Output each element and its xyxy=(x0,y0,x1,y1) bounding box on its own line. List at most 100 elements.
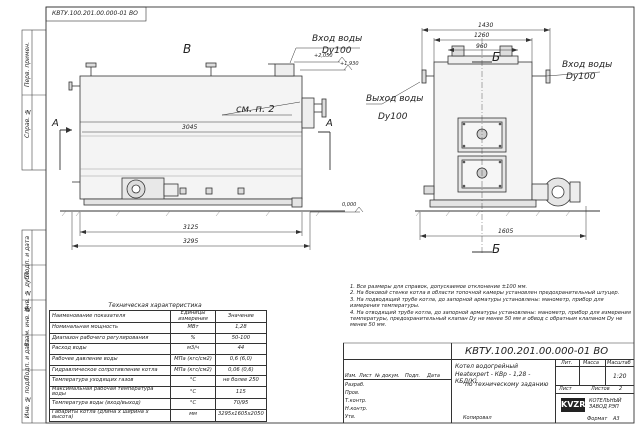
dim-3295: 3295 xyxy=(183,238,199,245)
dim-960: 960 xyxy=(476,43,488,50)
spec-row: Габариты котла (длина х ширина х высота)… xyxy=(49,408,267,422)
dim-3125: 3125 xyxy=(183,224,199,231)
spec-cell: 1,28 xyxy=(215,322,267,334)
col-scale: Масштаб xyxy=(607,360,631,366)
col-mass: Масса xyxy=(583,360,599,366)
spec-table-header: Наименование показателя Единицы измерени… xyxy=(49,309,267,324)
elev-mid: +1,930 xyxy=(340,61,359,67)
strip-label-ref-no: Справ. № xyxy=(24,108,31,138)
spec-header-value: Значение xyxy=(215,309,267,324)
spec-cell: Гидравлическое сопротивление котла xyxy=(49,364,171,377)
side-view-letter: Б xyxy=(492,50,501,64)
title-product-name: Котел водогрейный Heatexpert - КВр - 1,2… xyxy=(455,363,531,385)
spec-cell: МПа (кгс/см2) xyxy=(170,353,216,366)
dim-3045: 3045 xyxy=(182,124,198,131)
note-3: 3. На подводящий трубе котла, до запорно… xyxy=(350,296,604,310)
side-view xyxy=(366,28,601,254)
elev-zero: 0,000 xyxy=(342,202,357,208)
left-strip-frame xyxy=(21,29,47,424)
spec-cell: МПа (кгс/см2) xyxy=(170,364,216,377)
col-izm: Изм. xyxy=(345,373,357,379)
strip-label-sign-date-2: Подп. и дата xyxy=(24,339,31,380)
role-tcontrol: Т.контр. xyxy=(345,398,367,404)
spec-header-name: Наименование показателя xyxy=(49,309,171,324)
note-2: 2. На боковой стенке котла в области топ… xyxy=(350,290,620,297)
format-value: А3 xyxy=(613,416,620,422)
section-a-right: А xyxy=(326,118,333,129)
spec-cell: % xyxy=(170,332,216,345)
spec-cell: °С xyxy=(170,397,216,410)
spec-cell: МВт xyxy=(170,322,216,334)
front-view xyxy=(59,47,364,250)
front-inlet-label: Вход воды xyxy=(312,34,363,44)
spec-cell: 70/95 xyxy=(215,397,267,410)
spec-cell: мм xyxy=(170,408,216,422)
spec-cell: Номинальная мощность xyxy=(49,322,171,334)
spec-cell: °С xyxy=(170,375,216,387)
side-inlet-label: Вход воды xyxy=(562,60,613,70)
spec-cell: 115 xyxy=(215,385,267,399)
spec-cell: 50-100 xyxy=(215,332,267,345)
side-inlet-dn: Dy100 xyxy=(566,72,596,82)
spec-cell: Габариты котла (длина х ширина х высота) xyxy=(49,408,171,422)
strip-label-orig-inv: Инв. № подл. xyxy=(24,376,31,419)
spec-cell: Максимальная рабочая температура воды xyxy=(49,385,171,399)
spec-row: Диапазон рабочего регулирования%50-100 xyxy=(49,332,267,345)
spec-table: Наименование показателя Единицы измерени… xyxy=(49,309,267,422)
title-doc-code: КВТУ.100.201.00.000-01 ВО xyxy=(465,346,609,357)
sheets-value: 2 xyxy=(619,386,623,392)
role-approve: Утв. xyxy=(345,414,356,420)
spec-cell: Температура уходящих газов xyxy=(49,375,171,387)
side-outlet-label: Выход воды xyxy=(366,94,424,104)
spec-cell: 3295х1605х2050 xyxy=(215,408,267,422)
spec-cell: Рабочее давление воды xyxy=(49,353,171,366)
format-label: Формат xyxy=(587,416,608,422)
dim-1605: 1605 xyxy=(498,228,514,235)
col-list: Лист xyxy=(359,373,372,379)
front-inlet-dn: Dy100 xyxy=(322,46,352,56)
front-view-letter: В xyxy=(183,42,192,56)
spec-cell: Расход воды xyxy=(49,343,171,355)
spec-cell: Диапазон рабочего регулирования xyxy=(49,332,171,345)
col-doc: № докум. xyxy=(375,373,400,379)
spec-header-unit: Единицы измерения xyxy=(170,309,216,324)
front-note-ref: см. п. 2 xyxy=(236,104,275,115)
title-roles: Разраб. Пров. Т.контр. Н.контр. Утв. xyxy=(345,381,367,421)
section-a-left: А xyxy=(52,118,59,129)
elev-top: +2,050 xyxy=(314,53,333,59)
spec-cell: °С xyxy=(170,385,216,399)
dim-1430: 1430 xyxy=(478,22,494,29)
copied-label: Копировал xyxy=(463,415,492,421)
role-dev: Разраб. xyxy=(345,382,365,388)
role-ncontrol: Н.контр. xyxy=(345,406,368,412)
spec-cell: 0,6 (6,0) xyxy=(215,353,267,366)
role-check: Пров. xyxy=(345,390,360,396)
spec-cell: не более 250 xyxy=(215,375,267,387)
spec-table-block: Техническая характеристика Наименование … xyxy=(49,302,267,422)
company-text: КОТЕЛЬНЫЙ ЗАВОД РЭП xyxy=(589,398,622,410)
spec-cell: Температура воды (вход/выход) xyxy=(49,397,171,410)
spec-table-title: Техническая характеристика xyxy=(108,302,202,309)
dim-1260: 1260 xyxy=(474,32,490,39)
notes-block: 1. Все размеры для справок, допускаемое … xyxy=(350,284,632,329)
top-stamp-box xyxy=(45,6,147,22)
spec-cell: 0,06 (0,6) xyxy=(215,364,267,377)
sheet-label: Лист xyxy=(559,386,572,392)
sheets-label: Листов xyxy=(591,386,610,392)
col-lit: Лит. xyxy=(561,360,573,366)
spec-cell: м3/ч xyxy=(170,343,216,355)
side-section-letter: Б xyxy=(492,242,501,256)
top-stamp: КВТУ.100.201.00.000-01 ВО xyxy=(52,10,138,17)
scale-value: 1:20 xyxy=(613,373,627,380)
company-logo: KVZR xyxy=(561,398,585,412)
note-4: 4. На отводящий трубе котла, до запорной… xyxy=(350,309,631,329)
spec-cell: 44 xyxy=(215,343,267,355)
strip-label-first-use: Перв. примен. xyxy=(24,42,31,88)
title-block: КВТУ.100.201.00.000-01 ВО Изм. Лист № до… xyxy=(343,343,634,423)
